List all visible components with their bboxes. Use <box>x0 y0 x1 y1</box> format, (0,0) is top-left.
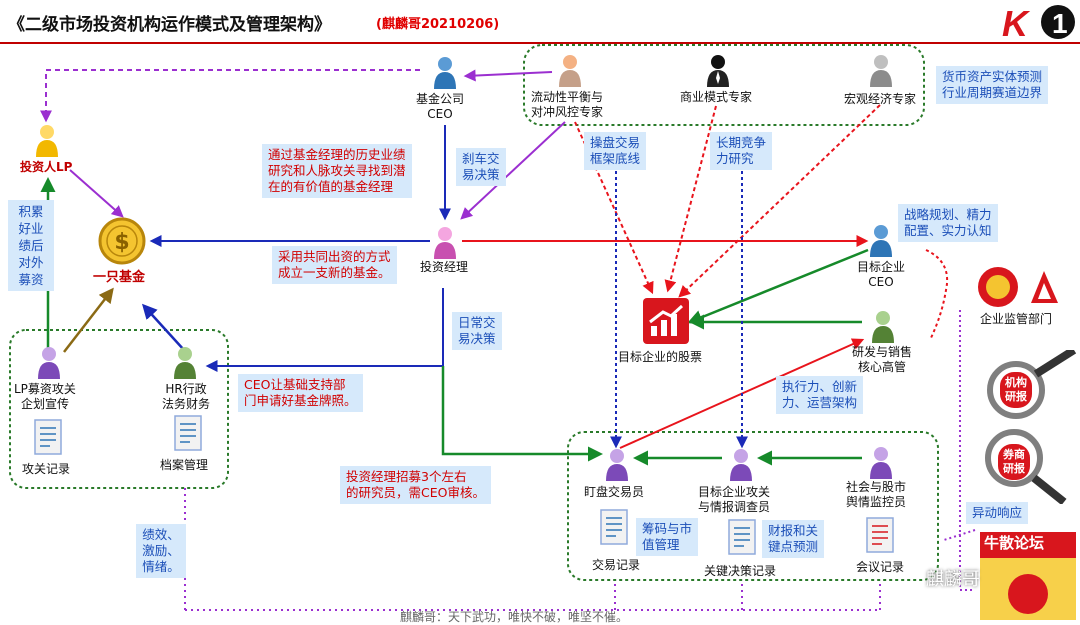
institution-report-badge: 机构研报 <box>1000 372 1032 408</box>
edge-anomaly-bracket <box>959 310 975 591</box>
note-daily: 日常交 易决策 <box>452 312 502 350</box>
note-report: 财报和关 键点预测 <box>762 520 825 558</box>
edge-business-stock <box>664 105 717 293</box>
archive-document-icon <box>174 415 202 451</box>
trader-label: 盯盘交易员 <box>584 485 645 499</box>
lp-pr-label: LP募资攻关 企划宣传 <box>14 382 76 411</box>
edge-expert-ceo <box>463 69 553 82</box>
target-ceo-person-icon <box>870 225 892 257</box>
investor-lp-label: 投资人LP <box>20 160 73 174</box>
attack-record-document-icon <box>34 419 62 455</box>
edge-targetceo-stock <box>687 248 869 325</box>
svg-text:K: K <box>1002 3 1031 44</box>
macro-expert-person-icon <box>870 55 892 87</box>
investigator-label: 目标企业攻关 与情报调查员 <box>698 485 771 514</box>
edge-lpgroup-fund <box>63 287 114 353</box>
support-group-frame <box>9 329 229 489</box>
note-execution: 执行力、创新 力、运营架构 <box>776 376 864 414</box>
liquidity-expert-label: 流动性平衡与 对冲风控专家 <box>531 90 604 119</box>
fund-manager-person-icon <box>434 227 456 259</box>
page-title: 《二级市场投资机构运作模式及管理架构》 <box>8 15 331 35</box>
note-co-invest: 采用共同出资的方式 成立一支新的基金。 <box>272 246 397 284</box>
broker-report-badge: 券商研报 <box>998 444 1030 480</box>
edge-manager-hr <box>205 288 444 372</box>
edge-kpi-loop <box>184 484 881 611</box>
investigator-person-icon <box>730 449 752 481</box>
fund-label: 一只基金 <box>93 270 146 285</box>
trade-record-document-icon <box>600 509 628 545</box>
fund-manager-label: 投资经理 <box>420 260 469 274</box>
rd-sales-label: 研发与销售 核心高管 <box>852 345 913 374</box>
header-divider <box>0 42 1080 44</box>
rd-sales-person-icon <box>872 311 894 343</box>
trade-record-label: 交易记录 <box>592 558 641 572</box>
research-group-frame <box>567 431 939 581</box>
edge-hr-fund <box>141 303 185 351</box>
hr-admin-label: HR行政 法务财务 <box>162 382 211 411</box>
trader-person-icon <box>606 449 628 481</box>
edge-manager-research <box>441 366 603 462</box>
wechat-watermark: 麒麟哥 <box>926 569 980 590</box>
forum-banner-icon <box>980 532 1076 620</box>
stock-chart-icon <box>643 298 689 344</box>
note-long-term: 长期竞争 力研究 <box>710 132 773 170</box>
edge-regulator-bracket <box>925 249 948 341</box>
note-kpi: 绩效、激励、情绪。 <box>136 524 186 578</box>
meeting-record-label: 会议记录 <box>856 560 905 574</box>
fund-ceo-person-icon <box>434 57 456 89</box>
target-ceo-label: 目标企业 CEO <box>857 260 906 289</box>
decision-record-label: 关键决策记录 <box>704 564 777 578</box>
investor-lp-person-icon <box>36 125 58 157</box>
sentiment-person-icon <box>870 447 892 479</box>
macro-expert-label: 宏观经济专家 <box>844 92 917 106</box>
sentiment-label: 社会与股市 舆情监控员 <box>846 480 907 509</box>
k1-logo-icon: K 1 <box>1002 3 1075 44</box>
institution-report-magnifier-icon <box>987 350 1077 419</box>
edge-ceo-lp <box>40 69 420 123</box>
liquidity-expert-person-icon <box>559 55 581 87</box>
note-cycle: 货币资产实体预测 行业周期赛道边界 <box>936 66 1049 104</box>
note-brake: 刹车交 易决策 <box>456 148 506 186</box>
note-strategy: 战略规划、精力 配置、实力认知 <box>898 204 998 242</box>
meeting-record-document-icon <box>866 517 894 553</box>
note-frame: 操盘交易 框架底线 <box>584 132 647 170</box>
note-chips: 筹码与市 值管理 <box>636 518 699 556</box>
note-anomaly: 异动响应 <box>966 502 1029 524</box>
svg-text:$: $ <box>114 230 129 255</box>
edge-expert-manager <box>460 121 566 220</box>
note-find-target: 通过基金经理的历史业绩 研究和人脉攻关寻找到潜 在的有价值的基金经理 <box>262 144 412 198</box>
note-accumulate: 积累好业绩后对外募资 <box>8 200 54 291</box>
business-expert-label: 商业模式专家 <box>680 90 753 104</box>
regulator-label: 企业监管部门 <box>980 312 1053 326</box>
note-recruit: 投资经理招募3个左右 的研究员，需CEO审核。 <box>340 466 491 504</box>
page-subtitle: (麒麟哥20210206) <box>376 17 500 32</box>
expert-group-frame <box>523 44 925 126</box>
fund-coin-icon: $ <box>98 217 146 265</box>
edge-anomaly-sentiment <box>943 529 976 541</box>
forum-label: 牛散论坛 <box>984 534 1045 552</box>
footer-motto: 麒麟哥：天下武功，唯快不破，唯坚不催。 <box>400 610 629 624</box>
business-expert-person-icon <box>707 55 729 87</box>
decision-record-document-icon <box>728 519 756 555</box>
regulator-emblem-icon <box>978 267 1058 307</box>
target-stock-label: 目标企业的股票 <box>618 350 703 364</box>
hr-admin-person-icon <box>174 347 196 379</box>
archive-label: 档案管理 <box>160 458 209 472</box>
lp-pr-person-icon <box>38 347 60 379</box>
note-ceo-support: CEO让基础支持部 门申请好基金牌照。 <box>238 374 363 412</box>
fund-ceo-label: 基金公司 CEO <box>416 92 465 121</box>
attack-record-label: 攻关记录 <box>22 462 71 476</box>
svg-text:1: 1 <box>1052 8 1068 39</box>
edge-lp-fund <box>69 169 124 218</box>
